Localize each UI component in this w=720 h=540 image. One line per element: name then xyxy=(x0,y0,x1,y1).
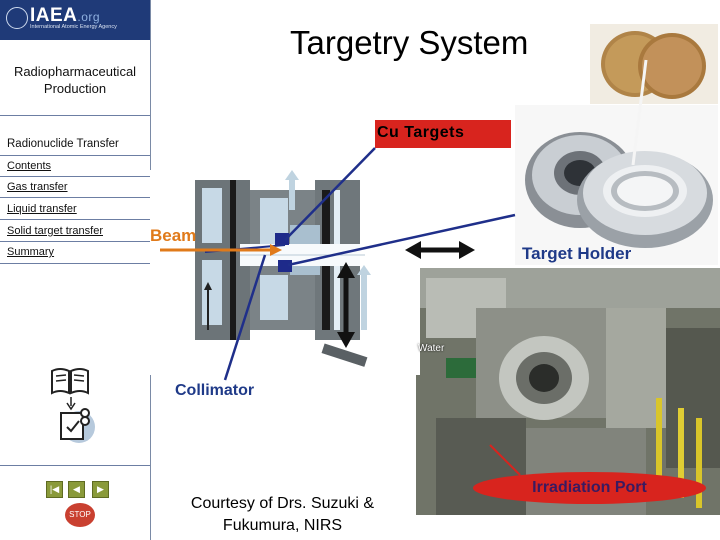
sidebar-item-solid-target-transfer[interactable]: Solid target transfer xyxy=(7,225,103,237)
previous-slide-icon: ◀ xyxy=(73,484,80,494)
irradiation-port-label: Irradiation Port xyxy=(473,472,706,504)
divider xyxy=(0,115,150,116)
logo-subtitle: International Atomic Energy Agency xyxy=(30,24,117,30)
sidebar-item-contents[interactable]: Contents xyxy=(7,160,52,172)
arrow-down-icon xyxy=(66,397,76,411)
collimator-label: Collimator xyxy=(175,382,255,399)
next-slide-icon: ▶ xyxy=(97,484,104,494)
divider xyxy=(0,197,150,198)
divider xyxy=(0,155,150,156)
divider xyxy=(0,465,150,466)
quiz-icon[interactable] xyxy=(57,405,97,443)
sidebar-item-liquid-transfer[interactable]: Liquid transfer xyxy=(7,203,77,215)
book-icon[interactable] xyxy=(50,365,90,397)
sidebar-item-summary[interactable]: Summary xyxy=(7,246,55,258)
logo-name: IAEA xyxy=(30,5,78,26)
first-slide-button[interactable]: |◀ xyxy=(46,481,63,498)
divider xyxy=(0,219,150,220)
module-title: Radionuclide Transfer xyxy=(7,138,119,150)
divider xyxy=(0,176,150,177)
stop-button[interactable]: STOP xyxy=(65,503,95,527)
targetry-diagram xyxy=(150,170,420,375)
cu-targets-photo xyxy=(590,24,718,104)
logo-org: .org xyxy=(77,10,101,24)
water-label: Water xyxy=(418,343,445,354)
globe-icon xyxy=(6,7,28,29)
beam-label: Beam xyxy=(150,226,197,245)
previous-slide-button[interactable]: ◀ xyxy=(68,481,85,498)
irradiation-port-photo xyxy=(416,268,720,515)
iaea-logo: IAEA.org International Atomic Energy Age… xyxy=(0,0,150,40)
divider xyxy=(0,263,150,264)
section-title: Radiopharmaceutical Production xyxy=(13,64,137,96)
first-slide-icon: |◀ xyxy=(49,484,60,494)
cu-targets-label: Cu Targets xyxy=(375,120,511,148)
divider xyxy=(0,241,150,242)
courtesy-text: Courtesy of Drs. Suzuki & Fukumura, NIRS xyxy=(160,493,405,537)
target-holder-photo xyxy=(515,105,718,265)
sidebar: IAEA.org International Atomic Energy Age… xyxy=(0,0,151,540)
double-arrow-icon xyxy=(405,241,475,259)
courtesy-line-2: Fukumura, NIRS xyxy=(222,517,343,534)
sidebar-item-gas-transfer[interactable]: Gas transfer xyxy=(7,181,68,193)
next-slide-button[interactable]: ▶ xyxy=(92,481,109,498)
target-holder-label: Target Holder xyxy=(522,244,632,263)
courtesy-line-1: Courtesy of Drs. Suzuki & xyxy=(190,495,375,512)
slide-title: Targetry System xyxy=(290,24,529,61)
